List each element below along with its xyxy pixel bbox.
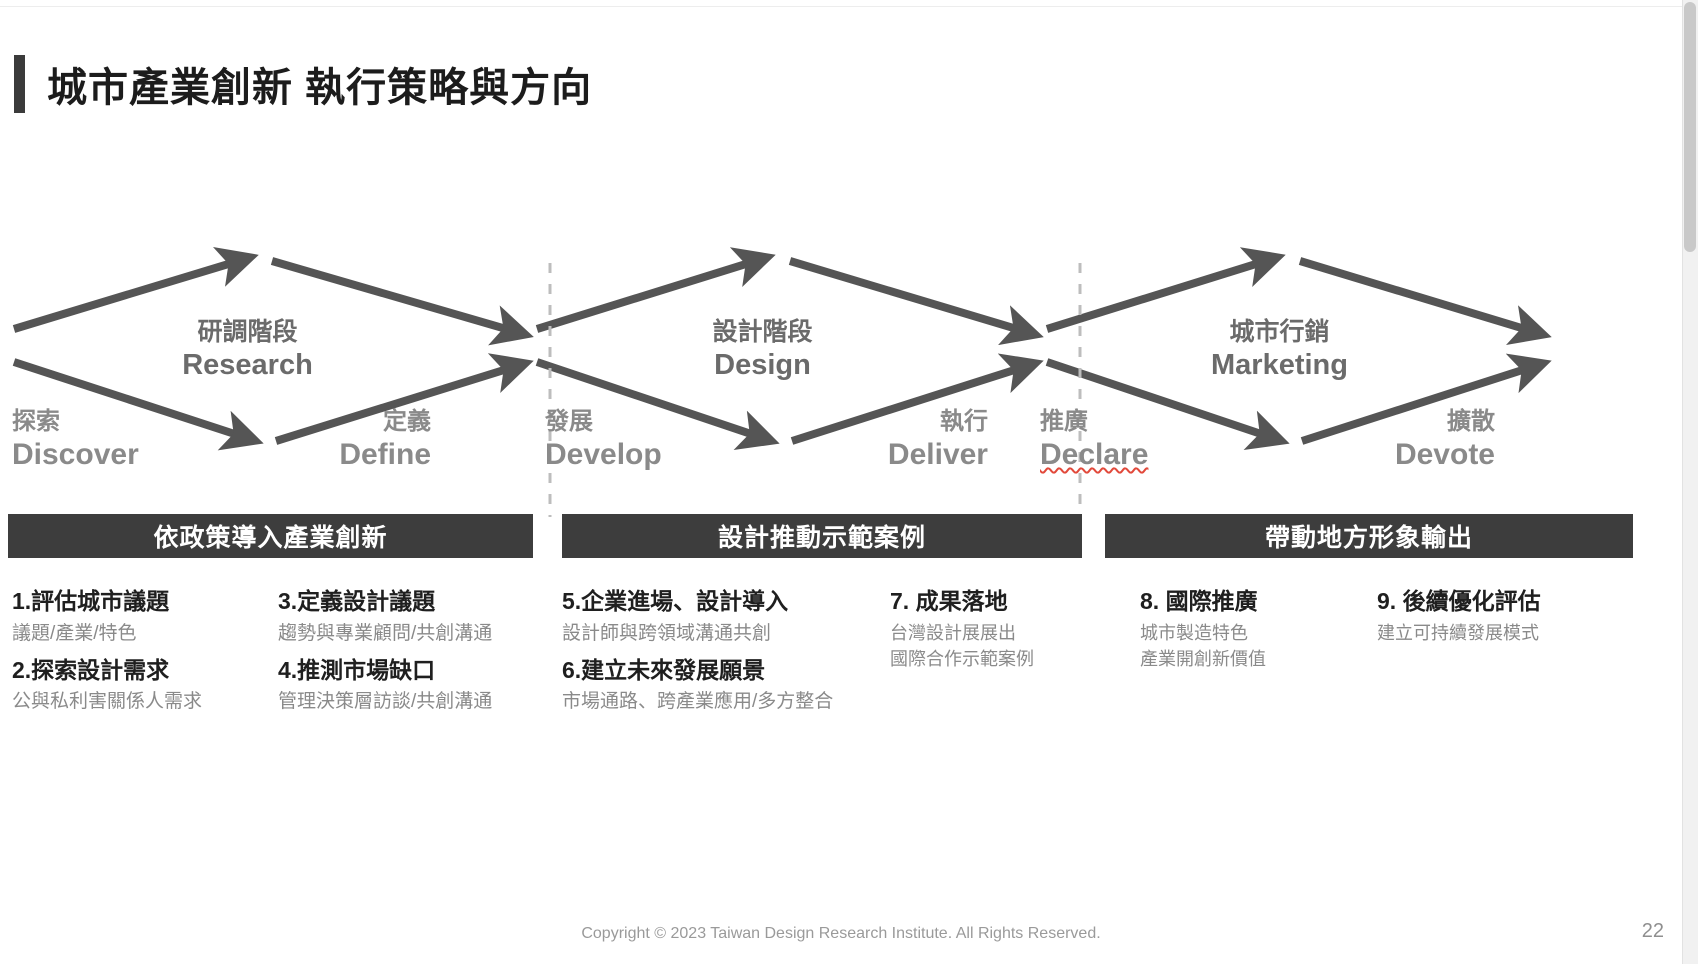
node-cn: 擴散 bbox=[1447, 408, 1495, 435]
band-marketing: 帶動地方形象輸出 bbox=[1105, 514, 1633, 558]
node-cn: 推廣 bbox=[1040, 408, 1088, 435]
list-item: 6.建立未來發展願景 市場通路、跨產業應用/多方整合 bbox=[562, 653, 892, 717]
item-desc: 城市製造特色 bbox=[1140, 622, 1248, 643]
node-en: Deliver bbox=[887, 437, 988, 471]
page-title-row: 城市產業創新 執行策略與方向 bbox=[14, 53, 592, 115]
node-cn: 發展 bbox=[545, 408, 593, 435]
item-column-3: 5.企業進場、設計導入 設計師與跨領域溝通共創 6.建立未來發展願景 市場通路、… bbox=[562, 584, 892, 722]
scrollbar-track[interactable] bbox=[1682, 0, 1698, 964]
node-cn: 探索 bbox=[12, 408, 60, 435]
item-title: 2.探索設計需求 bbox=[12, 656, 170, 683]
phase-label-marketing: 城市行銷 Marketing bbox=[1172, 317, 1387, 383]
list-item: 5.企業進場、設計導入 設計師與跨領域溝通共創 bbox=[562, 584, 892, 648]
page-title: 城市產業創新 執行策略與方向 bbox=[47, 66, 593, 110]
scrollbar-thumb[interactable] bbox=[1684, 2, 1696, 252]
item-column-5: 8. 國際推廣 城市製造特色 產業開創新價值 bbox=[1140, 584, 1340, 678]
node-en: Devote bbox=[1394, 437, 1495, 471]
double-diamond-diagram: 研調階段 Research 設計階段 Design 城市行銷 Marketing… bbox=[0, 245, 1682, 535]
band-research: 依政策導入產業創新 bbox=[8, 514, 533, 558]
list-item: 1.評估城市議題 議題/產業/特色 bbox=[12, 584, 262, 648]
item-column-1: 1.評估城市議題 議題/產業/特色 2.探索設計需求 公與私利害關係人需求 bbox=[12, 584, 262, 722]
phase-label-design: 設計階段 Design bbox=[665, 317, 860, 383]
item-title: 5.企業進場、設計導入 bbox=[562, 588, 789, 614]
list-item: 3.定義設計議題 趨勢與專業顧問/共創溝通 bbox=[278, 584, 543, 648]
list-item: 8. 國際推廣 城市製造特色 產業開創新價值 bbox=[1140, 584, 1340, 673]
item-title: 6.建立未來發展願景 bbox=[562, 656, 766, 683]
list-item: 9. 後續優化評估 建立可持續發展模式 bbox=[1377, 584, 1627, 646]
item-desc: 議題/產業/特色 bbox=[12, 622, 137, 644]
item-title: 4.推測市場缺口 bbox=[278, 656, 436, 683]
footer-copyright: Copyright © 2023 Taiwan Design Research … bbox=[581, 925, 1101, 942]
node-en: Discover bbox=[12, 437, 139, 471]
item-desc: 市場通路、跨產業應用/多方整合 bbox=[562, 691, 834, 713]
node-label-devote: 擴散 Devote bbox=[1340, 408, 1495, 473]
item-desc: 趨勢與專業顧問/共創溝通 bbox=[278, 622, 493, 644]
phase-cn: 設計階段 bbox=[712, 318, 813, 346]
phase-label-research: 研調階段 Research bbox=[150, 317, 345, 383]
phase-cn: 城市行銷 bbox=[1229, 318, 1330, 346]
title-accent-bar bbox=[14, 55, 25, 113]
item-desc: 建立可持續發展模式 bbox=[1377, 622, 1539, 643]
slide-top-edge bbox=[0, 0, 1682, 7]
item-desc: 管理決策層訪談/共創溝通 bbox=[278, 691, 493, 713]
page-number: 22 bbox=[1641, 920, 1664, 942]
node-en: Declare bbox=[1040, 437, 1149, 471]
node-label-discover: 探索 Discover bbox=[12, 408, 139, 473]
phase-en: Marketing bbox=[1211, 348, 1348, 381]
phase-en: Research bbox=[182, 348, 313, 381]
item-desc-2: 國際合作示範案例 bbox=[890, 649, 1034, 670]
list-item: 4.推測市場缺口 管理決策層訪談/共創溝通 bbox=[278, 653, 543, 717]
band-design: 設計推動示範案例 bbox=[562, 514, 1082, 558]
node-label-develop: 發展 Develop bbox=[545, 408, 662, 473]
item-title: 3.定義設計議題 bbox=[278, 588, 436, 614]
list-item: 7. 成果落地 台灣設計展展出 國際合作示範案例 bbox=[890, 584, 1090, 673]
diagram-arrows bbox=[12, 246, 1552, 517]
item-column-6: 9. 後續優化評估 建立可持續發展模式 bbox=[1377, 584, 1627, 651]
phase-en: Design bbox=[714, 348, 811, 381]
node-label-declare: 推廣 Declare bbox=[1040, 408, 1148, 473]
node-en: Develop bbox=[545, 437, 662, 471]
item-desc: 台灣設計展展出 bbox=[890, 622, 1016, 643]
item-desc: 公與私利害關係人需求 bbox=[12, 691, 203, 713]
item-title: 8. 國際推廣 bbox=[1140, 588, 1258, 614]
item-desc-2: 產業開創新價值 bbox=[1140, 649, 1266, 670]
item-column-2: 3.定義設計議題 趨勢與專業顧問/共創溝通 4.推測市場缺口 管理決策層訪談/共… bbox=[278, 584, 543, 722]
item-title: 7. 成果落地 bbox=[890, 588, 1008, 614]
section-divider bbox=[548, 263, 1082, 517]
node-cn: 定義 bbox=[383, 408, 431, 435]
node-cn: 執行 bbox=[940, 408, 988, 435]
node-label-define: 定義 Define bbox=[296, 408, 431, 473]
item-column-4: 7. 成果落地 台灣設計展展出 國際合作示範案例 bbox=[890, 584, 1090, 678]
node-label-deliver: 執行 Deliver bbox=[843, 408, 988, 473]
node-en: Define bbox=[339, 437, 431, 471]
item-title: 9. 後續優化評估 bbox=[1377, 588, 1541, 614]
item-desc: 設計師與跨領域溝通共創 bbox=[562, 622, 772, 644]
list-item: 2.探索設計需求 公與私利害關係人需求 bbox=[12, 653, 262, 717]
item-title: 1.評估城市議題 bbox=[12, 588, 170, 614]
phase-cn: 研調階段 bbox=[197, 318, 298, 346]
